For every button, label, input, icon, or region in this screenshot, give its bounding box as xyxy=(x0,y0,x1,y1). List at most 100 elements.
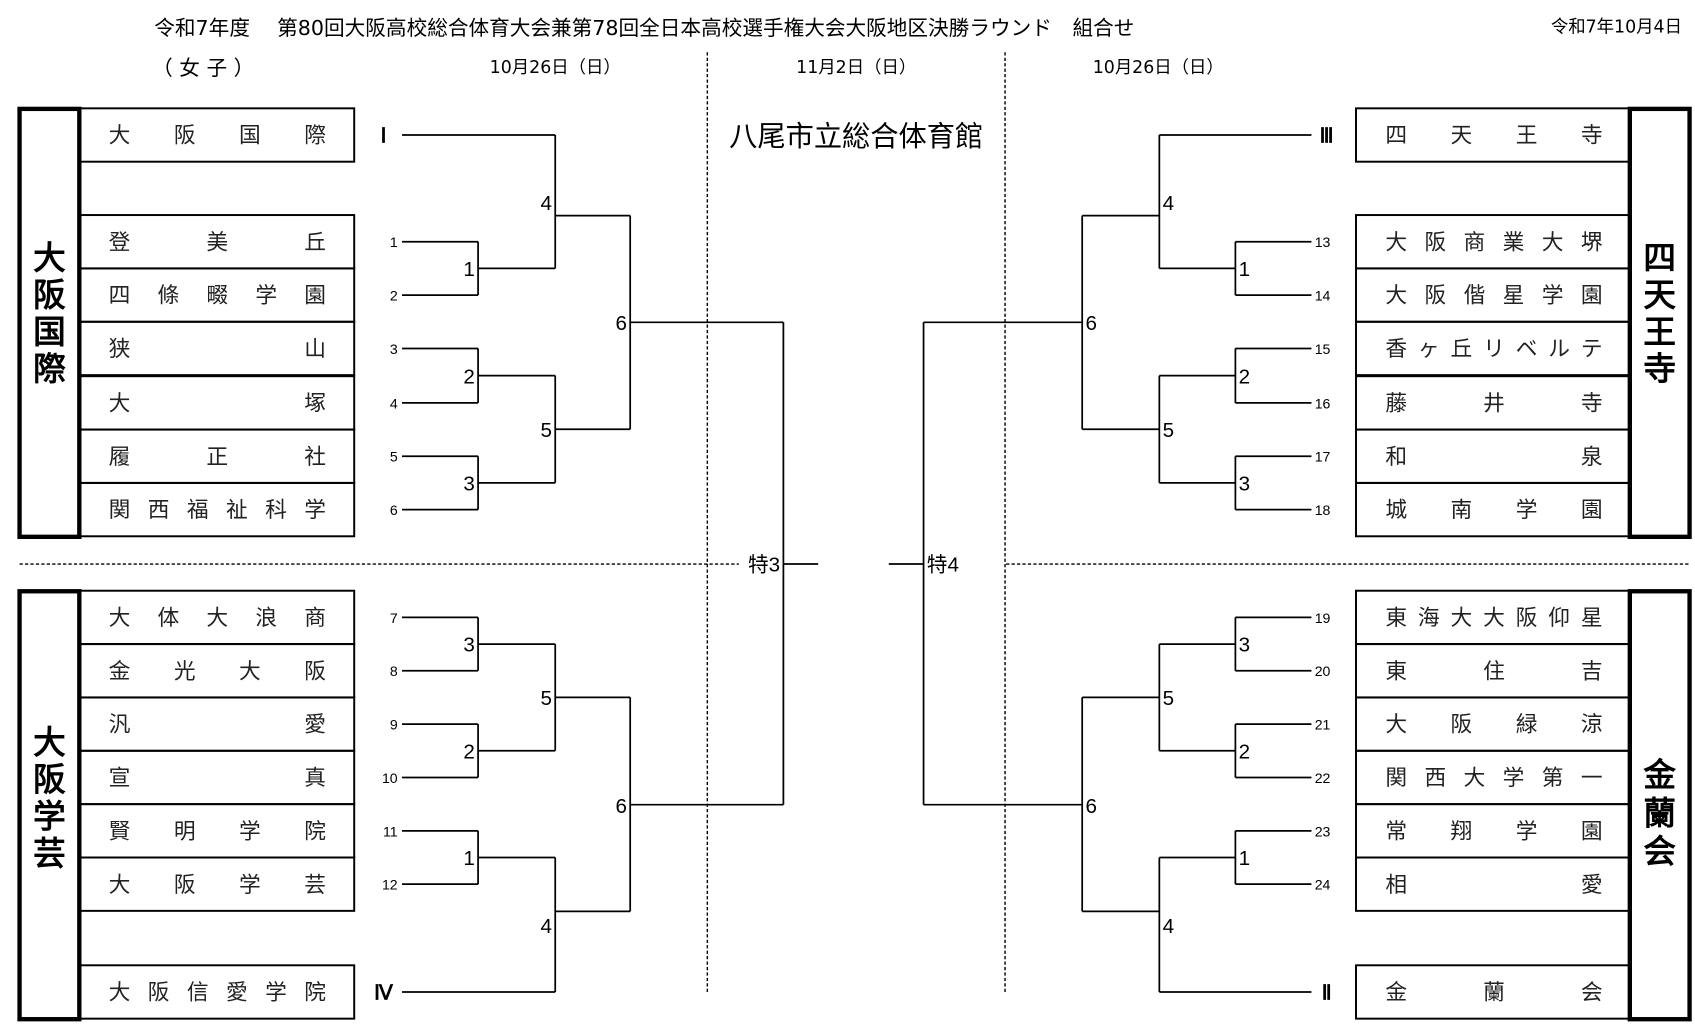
team-name: 汎愛 xyxy=(109,713,326,738)
block-name-char: 天 xyxy=(1643,276,1676,314)
team-name: 金蘭会 xyxy=(1385,981,1602,1006)
team-name: 関西福祉科学 xyxy=(109,498,326,523)
block-name-char: 際 xyxy=(33,350,66,388)
entry-number: 19 xyxy=(1315,610,1331,626)
entry-number: 22 xyxy=(1315,770,1331,786)
entry-number: 23 xyxy=(1315,823,1331,839)
match-number: 2 xyxy=(463,740,474,763)
match-number: 3 xyxy=(463,634,474,657)
match-number: 3 xyxy=(1239,473,1250,496)
dividers xyxy=(19,52,1691,994)
entry-number: 9 xyxy=(390,717,398,733)
date-left: 10月26日（日） xyxy=(490,58,621,78)
entry-number: 15 xyxy=(1315,341,1331,357)
team-box xyxy=(1355,107,1632,163)
date-right: 10月26日（日） xyxy=(1093,58,1224,78)
team-name: 大阪信愛学院 xyxy=(109,981,327,1006)
entry-number: 2 xyxy=(390,288,398,304)
team-name: 宣真 xyxy=(109,766,326,791)
entry-number: 8 xyxy=(390,663,398,679)
team-name: 城南学園 xyxy=(1385,498,1602,523)
block-box xyxy=(1627,589,1692,1022)
team-name: 四條畷学園 xyxy=(109,284,326,309)
match-number: 2 xyxy=(1239,365,1250,388)
entry-number: 10 xyxy=(382,770,398,786)
team-box xyxy=(1355,964,1632,1020)
block-name-char: 会 xyxy=(1643,832,1676,870)
block-name-char: 芸 xyxy=(33,835,66,873)
entry-number: 14 xyxy=(1315,288,1331,304)
team-name: 履正社 xyxy=(109,445,326,470)
seed-mark: Ⅰ xyxy=(381,126,387,148)
match-number: 6 xyxy=(615,312,626,335)
entry-number: 7 xyxy=(390,610,398,626)
entry-number: 24 xyxy=(1315,877,1331,893)
entry-number: 20 xyxy=(1315,663,1331,679)
team-box xyxy=(1355,320,1632,377)
team-box xyxy=(78,107,356,163)
semifinal-label-right: 特4 xyxy=(927,554,959,577)
sheet-title: 令和7年度 第80回大阪高校総合体育大会兼第78回全日本高校選手権大会大阪地区決… xyxy=(154,16,1134,40)
team-name: 東海大大阪仰星 xyxy=(1385,606,1602,631)
match-number: 2 xyxy=(463,365,474,388)
venue: 八尾市立総合体育館 xyxy=(729,120,983,153)
team-box xyxy=(78,856,356,912)
match-number: 5 xyxy=(1163,687,1174,710)
team-name: 大阪偕星学園 xyxy=(1385,284,1602,309)
match-number: 1 xyxy=(463,847,474,870)
entry-number: 18 xyxy=(1315,502,1331,518)
match-number: 5 xyxy=(1163,419,1174,442)
match-number: 6 xyxy=(1085,312,1096,335)
seed-mark: Ⅲ xyxy=(1320,126,1334,148)
entry-number: 3 xyxy=(390,341,398,357)
team-name: 大阪緑涼 xyxy=(1385,713,1602,738)
entry-number: 4 xyxy=(390,395,398,411)
entry-number: 11 xyxy=(383,823,398,839)
block-name-char: 阪 xyxy=(33,761,66,799)
team-name: 常翔学園 xyxy=(1385,819,1602,844)
team-name: 狭山 xyxy=(109,337,326,362)
team-name: 大阪学芸 xyxy=(109,873,326,898)
match-number: 5 xyxy=(540,687,551,710)
date-center: 11月2日（日） xyxy=(796,58,916,78)
team-name: 大塚 xyxy=(109,391,326,416)
block-name-char: 王 xyxy=(1643,313,1676,351)
entry-number: 12 xyxy=(382,877,398,893)
match-number: 1 xyxy=(1239,258,1250,281)
block-name-char: 四 xyxy=(1643,239,1676,277)
match-number: 6 xyxy=(1085,795,1096,818)
team-name: 香ヶ丘リベルテ xyxy=(1385,337,1602,362)
match-number: 3 xyxy=(1239,634,1250,657)
team-box xyxy=(78,320,356,377)
match-number: 6 xyxy=(615,795,626,818)
team-name: 大阪商業大堺 xyxy=(1385,230,1603,255)
match-number: 4 xyxy=(1163,915,1174,938)
team-name: 金光大阪 xyxy=(109,659,326,684)
team-box xyxy=(1355,481,1632,538)
team-name: 大体大浪商 xyxy=(109,606,326,631)
entry-number: 13 xyxy=(1315,234,1331,250)
seed-mark: Ⅳ xyxy=(374,983,394,1005)
match-number: 4 xyxy=(1163,192,1174,215)
block-name-char: 大 xyxy=(33,723,66,761)
team-name: 登美丘 xyxy=(109,230,326,255)
entry-number: 5 xyxy=(390,449,398,465)
entry-number: 17 xyxy=(1315,449,1331,465)
division-label: （ 女 子 ） xyxy=(152,56,254,80)
team-name: 東住吉 xyxy=(1385,659,1602,684)
block-name-char: 大 xyxy=(33,239,66,277)
match-number: 5 xyxy=(540,419,551,442)
team-name: 和泉 xyxy=(1385,445,1603,470)
team-name: 大阪国際 xyxy=(109,124,327,149)
team-box xyxy=(78,481,356,538)
team-name: 四天王寺 xyxy=(1385,124,1602,149)
block-name-char: 阪 xyxy=(33,276,66,314)
entry-number: 1 xyxy=(390,234,398,250)
team-name: 関西大学第一 xyxy=(1385,766,1602,791)
block-name-char: 寺 xyxy=(1643,350,1676,388)
entry-number: 16 xyxy=(1315,395,1331,411)
block-name-char: 金 xyxy=(1642,756,1676,794)
team-box xyxy=(1355,856,1632,912)
team-name: 相愛 xyxy=(1385,873,1602,898)
match-number: 1 xyxy=(1239,847,1250,870)
